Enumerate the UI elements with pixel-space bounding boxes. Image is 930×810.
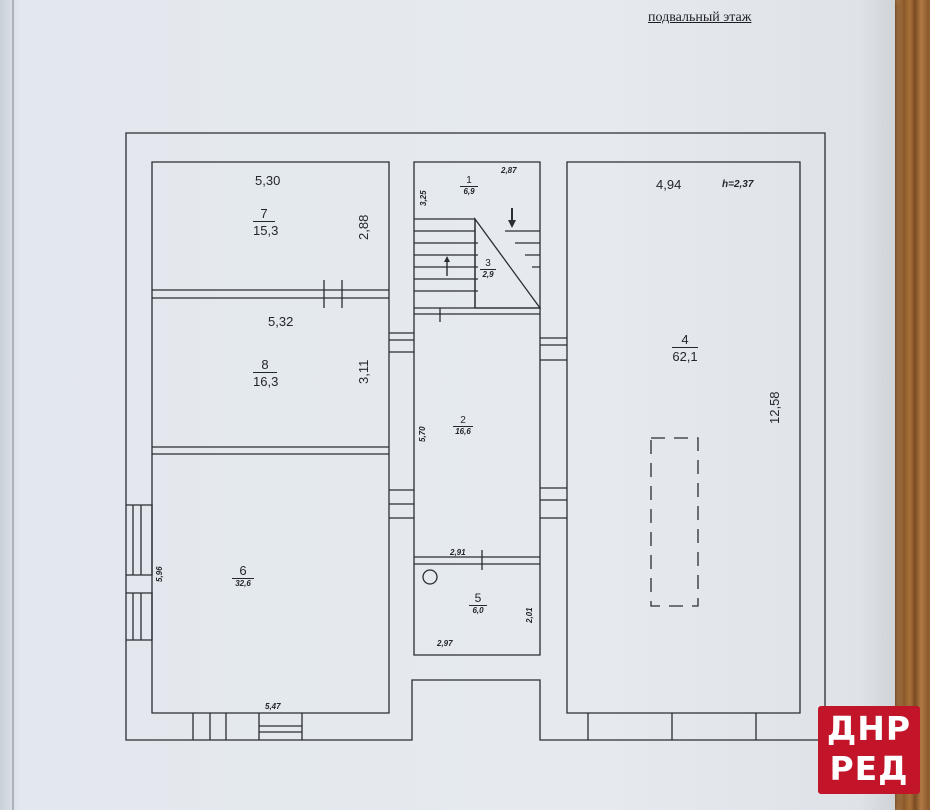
room-8-area: 16,3 bbox=[253, 372, 279, 389]
room-2-label: 2 16,6 bbox=[453, 415, 473, 436]
room-1-label: 1 6,9 bbox=[460, 175, 478, 196]
floor-title: подвальный этаж bbox=[648, 10, 752, 25]
room-5-area: 6,0 bbox=[469, 605, 487, 615]
room-4-label: 4 62,1 bbox=[672, 332, 698, 364]
window-left-upper bbox=[126, 504, 153, 576]
dim-room-4-width: 4,94 bbox=[656, 177, 682, 192]
door-8-2 bbox=[389, 332, 414, 353]
stair-arrow-down bbox=[508, 208, 516, 228]
dim-room-8-width: 5,32 bbox=[268, 314, 294, 329]
stair-steps bbox=[414, 218, 478, 308]
room-8-label: 8 16,3 bbox=[253, 357, 279, 389]
middle-block-wall bbox=[413, 161, 541, 656]
door-7-8 bbox=[323, 280, 343, 308]
room-3-label: 3 2,9 bbox=[480, 258, 496, 279]
room-6-number: 6 bbox=[239, 563, 247, 578]
door-2-4-lower bbox=[540, 487, 567, 519]
boiler-circle bbox=[422, 569, 438, 585]
room-4-area: 62,1 bbox=[672, 347, 698, 364]
room-2-area: 16,6 bbox=[453, 426, 473, 436]
room-7-label: 7 15,3 bbox=[253, 206, 279, 238]
dim-room-1-height: 3,25 bbox=[419, 190, 428, 206]
room-6-area: 32,6 bbox=[232, 578, 254, 588]
stair-steps-right bbox=[505, 230, 540, 268]
room-7-number: 7 bbox=[260, 206, 268, 221]
room-1-area: 6,9 bbox=[460, 186, 478, 196]
window-bottom-mid bbox=[258, 713, 303, 740]
watermark-logo: ДНР РЕД bbox=[818, 706, 920, 794]
dim-room-4-ceiling: h=2,37 bbox=[722, 179, 754, 190]
dim-room-6-height: 5,96 bbox=[155, 566, 164, 582]
room-6-label: 6 32,6 bbox=[232, 563, 254, 588]
room-5-number: 5 bbox=[474, 591, 482, 605]
door-6-2 bbox=[389, 489, 414, 519]
dim-room-7-height: 2,88 bbox=[356, 214, 371, 240]
room-2-number: 2 bbox=[460, 415, 466, 426]
dim-room-5-side: 2,01 bbox=[525, 607, 534, 623]
page-edge-line bbox=[12, 0, 14, 810]
room-5-label: 5 6,0 bbox=[469, 591, 487, 615]
dim-room-8-height: 3,11 bbox=[356, 359, 371, 384]
pit-outline bbox=[650, 437, 699, 607]
dim-room-1-width: 2,87 bbox=[501, 166, 517, 175]
partition-7-8 bbox=[152, 289, 389, 299]
room-3-area: 2,9 bbox=[480, 269, 496, 279]
dim-room-2-height: 5,70 bbox=[418, 426, 427, 442]
room-1-number: 1 bbox=[466, 175, 472, 186]
left-block-wall bbox=[151, 161, 390, 714]
room-8-number: 8 bbox=[261, 357, 269, 372]
watermark-line-1: ДНР bbox=[826, 709, 912, 748]
closet-3-triangle bbox=[474, 217, 542, 309]
door-2-4-upper bbox=[540, 337, 567, 361]
window-left-lower bbox=[126, 592, 153, 641]
dim-room-5-top: 2,91 bbox=[450, 548, 466, 557]
stair-landing-line bbox=[414, 307, 540, 315]
partition-2-5 bbox=[414, 556, 540, 565]
dim-room-7-width: 5,30 bbox=[255, 173, 281, 188]
partition-8-6 bbox=[152, 446, 389, 455]
stair-arrow-up bbox=[444, 256, 450, 276]
dim-room-6-width: 5,47 bbox=[265, 702, 281, 711]
outer-wall bbox=[125, 132, 826, 741]
paper-sheet bbox=[0, 0, 895, 810]
dim-room-5-bottom: 2,97 bbox=[437, 639, 453, 648]
right-block-wall bbox=[566, 161, 801, 714]
dim-room-4-length: 12,58 bbox=[767, 391, 782, 424]
window-bottom-left bbox=[192, 713, 227, 740]
watermark-line-2: РЕД bbox=[829, 749, 909, 788]
room-7-area: 15,3 bbox=[253, 221, 279, 238]
room-4-number: 4 bbox=[681, 332, 689, 347]
room-3-number: 3 bbox=[485, 258, 491, 269]
